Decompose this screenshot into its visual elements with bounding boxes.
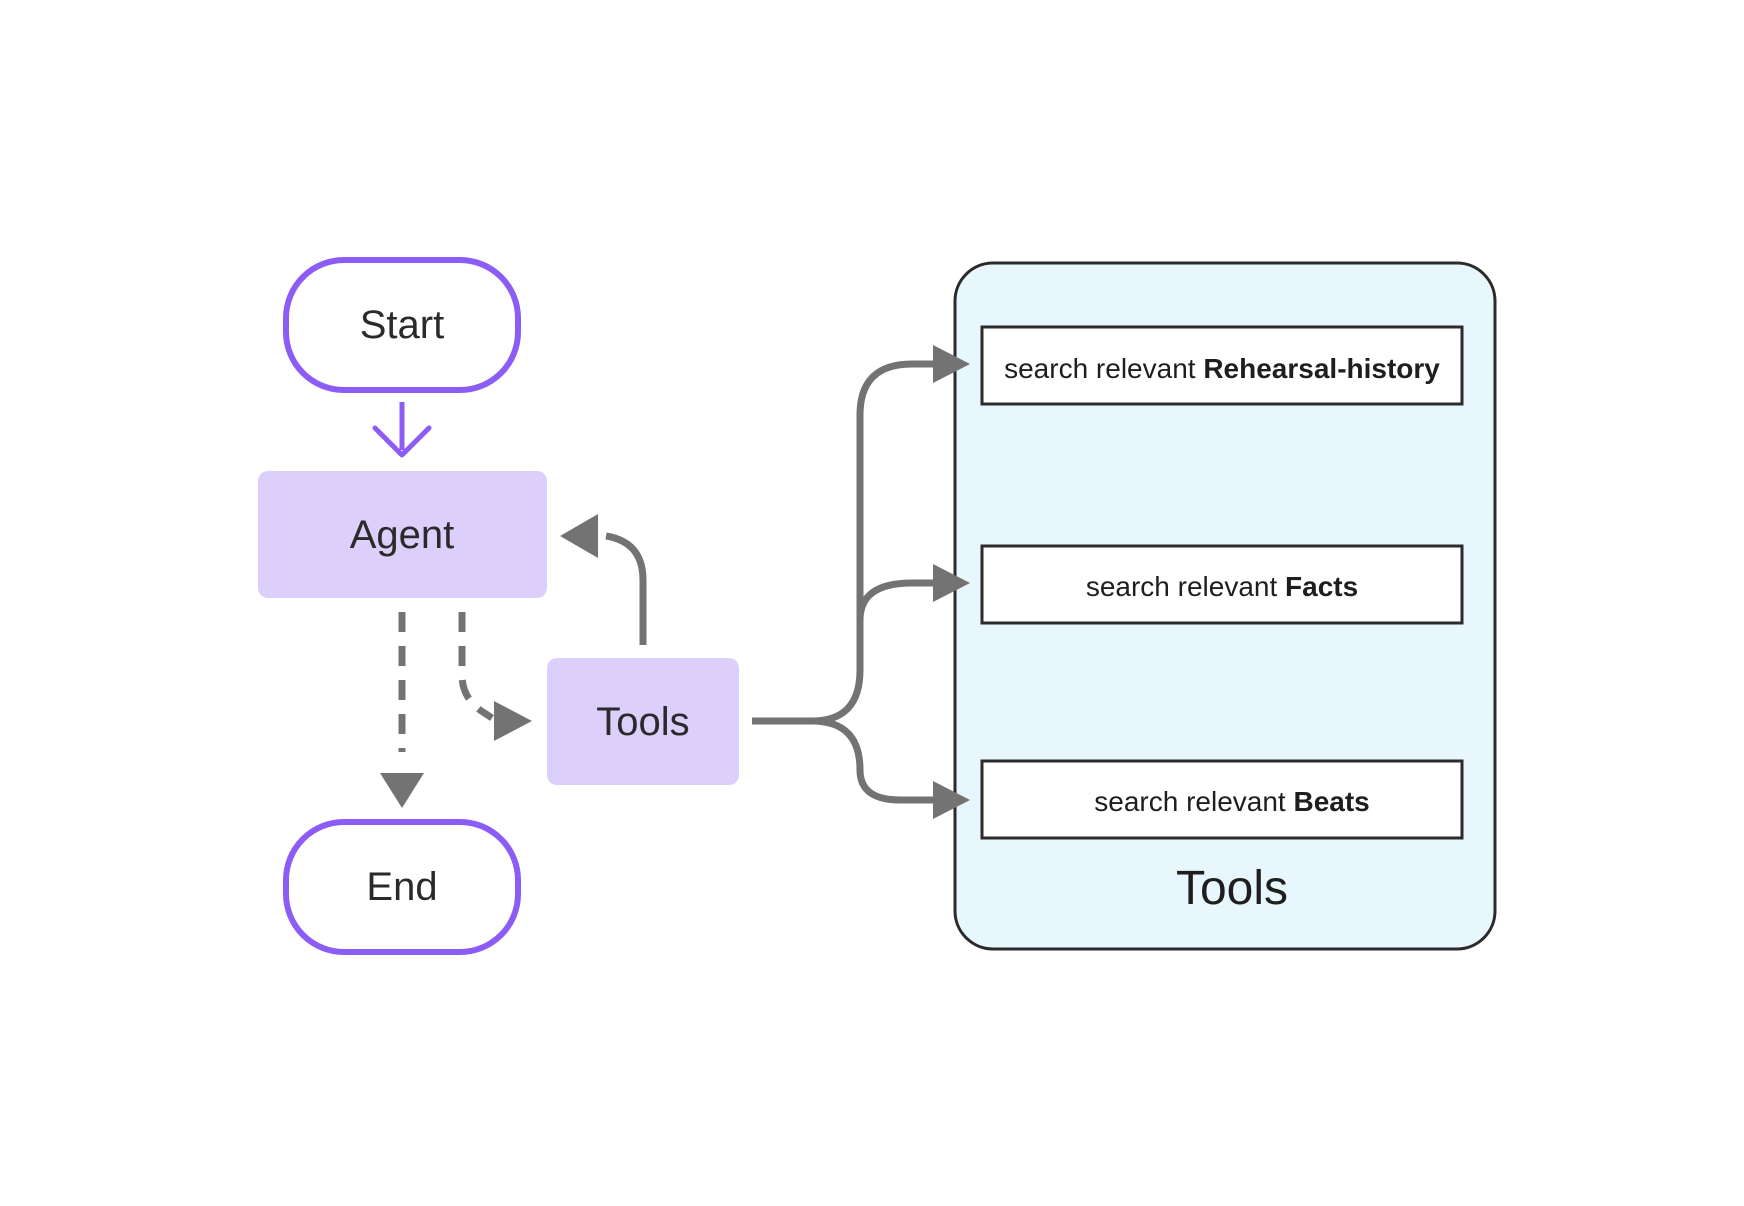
tool-item-emphasis: Facts [1285, 571, 1358, 602]
tool-item-prefix: search relevant [1086, 571, 1278, 602]
agent-label: Agent [350, 513, 455, 557]
agent-node[interactable]: Agent [258, 471, 547, 598]
start-label: Start [360, 303, 444, 347]
tool-item-facts[interactable]: search relevant Facts [980, 544, 1464, 625]
tool-item-prefix: search relevant [1004, 353, 1196, 384]
svg-text:search relevant: search relevant Rehearsal-history [1004, 353, 1440, 384]
tools-node-label: Tools [596, 700, 689, 744]
tools-node[interactable]: Tools [547, 658, 739, 785]
tools-to-agent-arrow [560, 514, 647, 645]
start-to-agent-arrow [372, 402, 432, 458]
end-label: End [366, 865, 437, 909]
end-node[interactable]: End [283, 819, 521, 955]
tool-item-rehearsal-history[interactable]: search relevant Rehearsal-history [980, 325, 1464, 406]
tool-item-prefix: search relevant [1094, 786, 1286, 817]
tools-panel-title: Tools [1176, 862, 1288, 915]
agent-to-end-arrow [380, 612, 424, 808]
start-node[interactable]: Start [283, 257, 521, 393]
tool-item-emphasis: Rehearsal-history [1203, 353, 1440, 384]
tools-branch-arrowheads [933, 345, 970, 819]
agent-to-tools-arrow [458, 612, 532, 741]
tool-item-emphasis: Beats [1293, 786, 1369, 817]
tools-branch-arrows [752, 360, 935, 804]
svg-text:search relevant: search relevant Facts [1086, 571, 1358, 602]
svg-text:search relevant: search relevant Beats [1094, 786, 1369, 817]
tool-item-beats[interactable]: search relevant Beats [980, 759, 1464, 840]
